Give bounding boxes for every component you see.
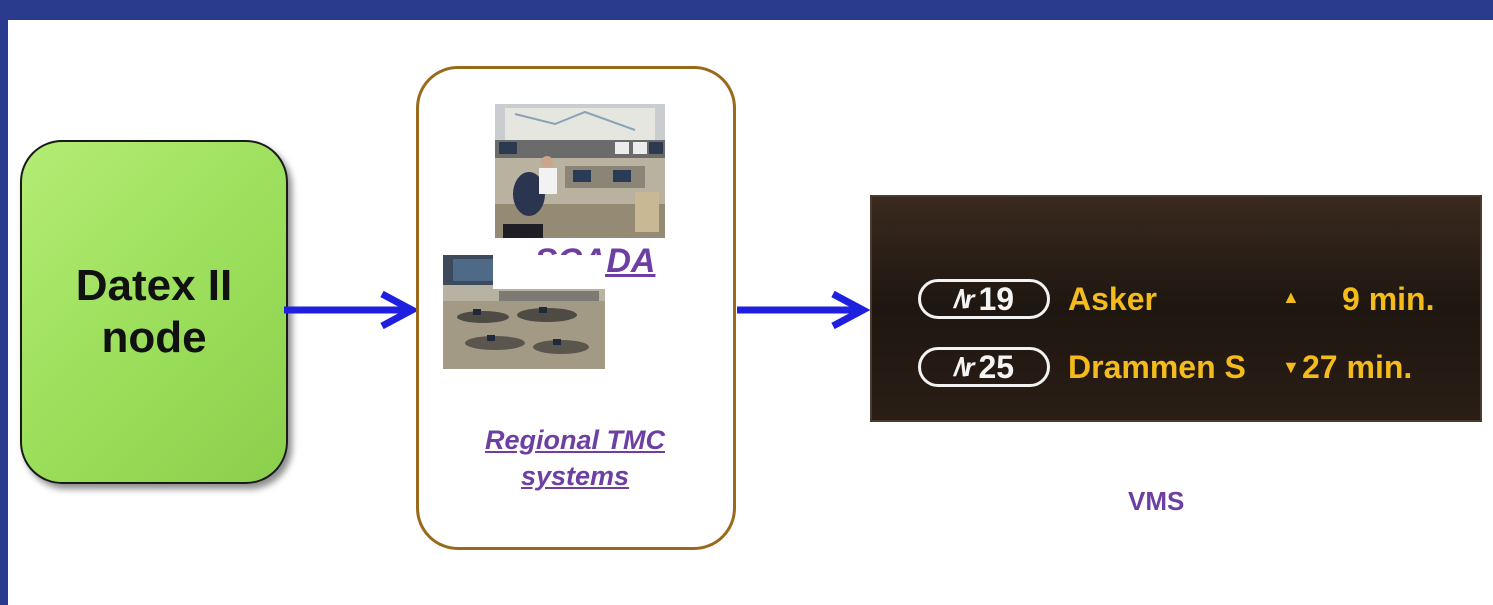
road-number: 25 (978, 348, 1015, 385)
road-number: 19 (978, 280, 1015, 317)
motorway-icon: /\r (953, 351, 975, 382)
arrow-node-to-tmc (284, 290, 420, 330)
regional-tmc-link-line1[interactable]: Regional TMC (485, 425, 665, 455)
vms-caption: VMS (1128, 486, 1185, 516)
trend-up-icon: ▲ (1282, 287, 1300, 307)
datex-node-line1: Datex II (75, 261, 233, 310)
control-room-photo-scada (495, 104, 665, 238)
vms-travel-time: 27 min. (1302, 349, 1413, 385)
datex-node-line2: node (101, 313, 207, 362)
motorway-icon: /\r (953, 283, 975, 314)
vms-travel-time: 9 min. (1342, 281, 1435, 317)
control-room-photo-operations (443, 255, 605, 369)
vms-destination: Asker (1068, 280, 1157, 317)
arrow-tmc-to-vms (737, 290, 871, 330)
regional-tmc-link-line2[interactable]: systems (520, 461, 630, 491)
vms-destination: Drammen S (1068, 348, 1246, 385)
datex-node-box: Datex II node (20, 140, 288, 484)
trend-down-icon: ▼ (1282, 357, 1300, 377)
